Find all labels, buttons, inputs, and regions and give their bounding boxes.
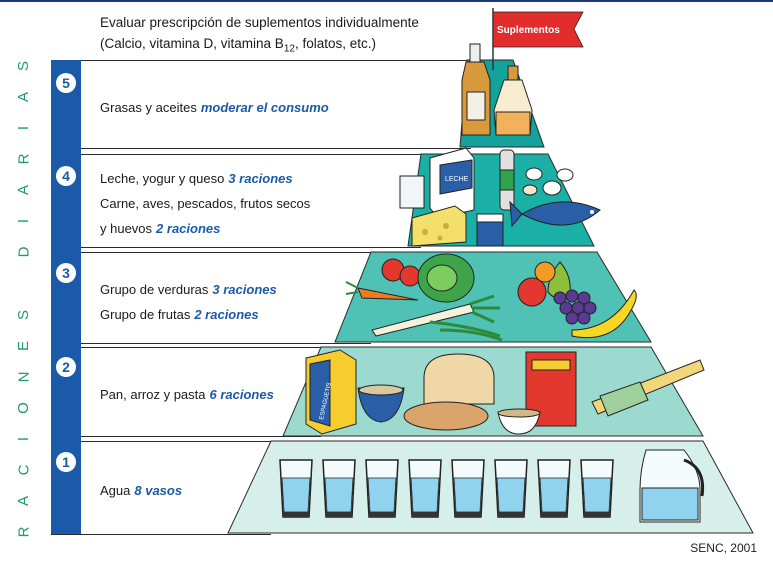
top-border [0,0,773,2]
water-jug-icon [639,449,705,523]
supplements-flag: Suplementos [492,8,584,70]
cheese-icon [411,205,467,247]
rice-bowl-icon [357,384,405,423]
milk-glass-icon [399,175,425,209]
water-glass-icon [494,459,528,518]
supplements-line-1: Evaluar prescripción de suplementos indi… [100,15,419,30]
water-glass-icon [408,459,442,518]
grapes-icon [553,289,597,325]
level-4-number: 4 [56,166,76,186]
water-glass-icon [537,459,571,518]
sauce-bottle-icon [499,149,515,211]
carrot-icon [345,281,419,301]
level-3-number: 3 [56,263,76,283]
water-glasses [279,459,614,518]
spaghetti-bundle-icon [591,359,705,417]
level-5-band [51,60,471,149]
bananas-icon [571,289,637,339]
tier-1 [227,440,754,534]
water-glass-icon [580,459,614,518]
water-glass-icon [322,459,356,518]
leek-icon [371,294,500,337]
level-3-band [51,252,371,344]
fish-icon [509,200,601,228]
level-5-number: 5 [56,73,76,93]
level-1-number: 1 [56,452,76,472]
orange-icon [534,261,556,283]
supplements-line-2: (Calcio, vitamina D, vitamina B12, folat… [100,36,376,55]
vinegar-cruet-icon [493,65,533,136]
oil-bottle-icon [461,43,491,136]
lettuce-icon [417,253,475,303]
cereal-bowl-icon [497,408,541,435]
level-2-band [51,347,321,437]
supplements-note: Evaluar prescripción de suplementos indi… [100,12,419,60]
apple-icon [517,277,547,307]
baguette-icon [403,401,489,431]
water-glass-icon [451,459,485,518]
milk-carton-label: LECHE [445,176,469,183]
bread-loaf-icon [423,353,495,405]
pasta-box-icon: ESPAGUETIS [305,349,357,435]
level-4-band [51,154,421,248]
source-credit: SENC, 2001 [690,541,757,555]
level-2-number: 2 [56,357,76,377]
green-beans-icon [429,320,503,342]
milk-carton-icon: LECHE [429,147,475,219]
cereal-box-icon [525,351,577,427]
tomatoes-icon [381,258,421,287]
eggs-icon [522,167,574,196]
water-glass-icon [365,459,399,518]
water-glass-icon [279,459,313,518]
yogurt-icon [476,213,504,247]
supplements-flag-label: Suplementos [497,25,560,36]
